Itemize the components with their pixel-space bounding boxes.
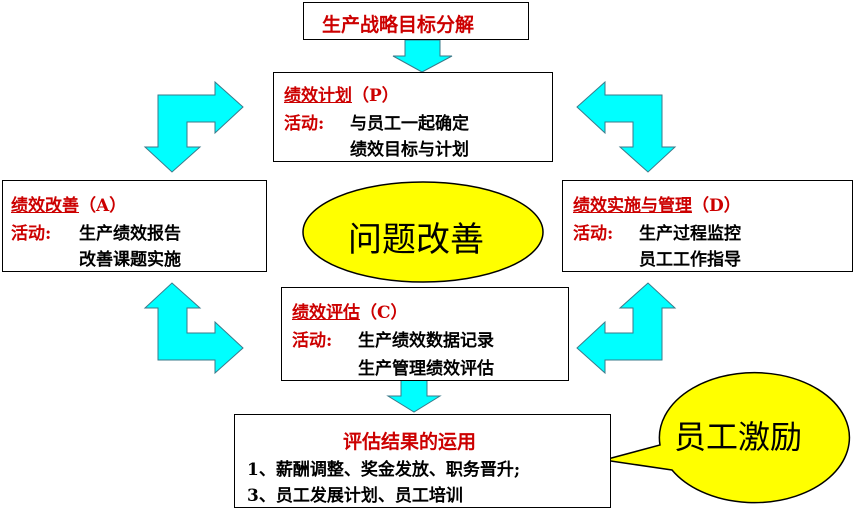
plan-box: 绩效计划（P） 活动: 与员工一起确定 绩效目标与计划 xyxy=(273,72,553,162)
result-line-2: 3、员工发展计划、员工培训 xyxy=(247,486,463,506)
callout-bubble xyxy=(603,371,851,504)
down-arrow-top xyxy=(392,39,453,73)
center-ellipse xyxy=(302,181,544,283)
check-line-2: 生产管理绩效评估 xyxy=(358,359,494,379)
do-tag: （D） xyxy=(692,196,741,216)
check-box: 绩效评估（C） 活动: 生产绩效数据记录 生产管理绩效评估 xyxy=(281,287,569,381)
result-box: 评估结果的运用 1、薪酬调整、奖金发放、职务晋升; 3、员工发展计划、员工培训 xyxy=(234,414,611,508)
do-line-1: 生产过程监控 xyxy=(639,224,741,244)
do-activity-label: 活动: xyxy=(573,224,614,244)
improve-activity-label: 活动: xyxy=(11,224,52,244)
improve-line-2: 改善课题实施 xyxy=(79,250,181,270)
plan-line-2: 绩效目标与计划 xyxy=(350,140,469,160)
check-tag: （C） xyxy=(360,303,408,323)
improve-tag: （A） xyxy=(79,196,127,216)
improve-box: 绩效改善（A） 活动: 生产绩效报告 改善课题实施 xyxy=(2,180,267,272)
improve-title: 绩效改善 xyxy=(11,196,79,216)
check-title: 绩效评估 xyxy=(292,303,360,323)
do-line-2: 员工工作指导 xyxy=(639,250,741,270)
improve-line-1: 生产绩效报告 xyxy=(79,224,181,244)
check-line-1: 生产绩效数据记录 xyxy=(358,331,494,351)
cycle-arrow-top-right xyxy=(576,80,677,173)
result-line-1: 1、薪酬调整、奖金发放、职务晋升; xyxy=(247,460,521,480)
plan-activity-label: 活动: xyxy=(284,114,325,134)
down-arrow-result xyxy=(386,379,442,413)
do-title: 绩效实施与管理 xyxy=(573,196,692,216)
callout-label: 员工激励 xyxy=(674,418,803,456)
strategy-label: 生产战略目标分解 xyxy=(322,14,475,36)
do-box: 绩效实施与管理（D） 活动: 生产过程监控 员工工作指导 xyxy=(562,180,853,272)
strategy-box: 生产战略目标分解 xyxy=(303,2,529,40)
check-activity-label: 活动: xyxy=(292,331,333,351)
cycle-arrow-bottom-right xyxy=(576,282,677,375)
cycle-arrow-top-left xyxy=(143,80,244,173)
center-label: 问题改善 xyxy=(348,220,484,260)
result-title: 评估结果的运用 xyxy=(343,431,477,453)
cycle-arrow-bottom-left xyxy=(143,282,244,375)
plan-tag: （P） xyxy=(352,86,399,106)
plan-line-1: 与员工一起确定 xyxy=(350,114,469,134)
plan-title: 绩效计划 xyxy=(284,86,352,106)
